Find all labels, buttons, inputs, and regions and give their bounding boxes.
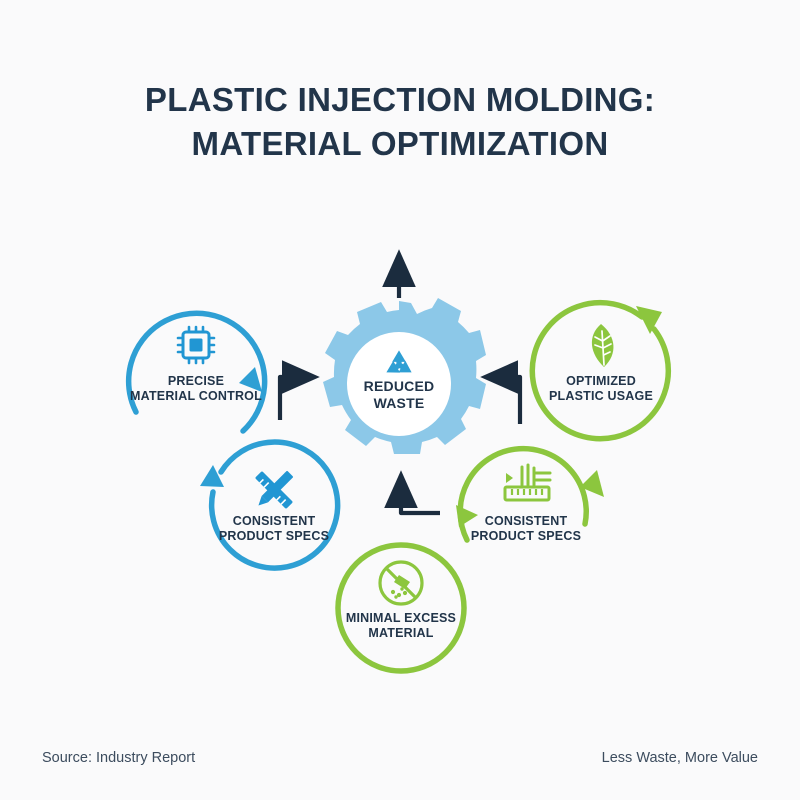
circular-arrow-arc [457,445,589,543]
circular-arrow-head-start [456,505,478,527]
circular-arrow-arc [335,542,467,674]
node-optimized-plastic-usage[interactable] [529,300,671,442]
ruler-pencil-icon [255,470,294,509]
footer-source: Source: Industry Report [42,750,196,766]
circular-arrow-head [200,465,224,487]
recycle-icon [386,350,412,373]
footer: Source: Industry Report Less Waste, More… [0,730,800,800]
gear-center-disc [347,332,451,436]
circular-arrow-head-end [580,470,604,497]
node-consistent-product-specs-right[interactable] [456,445,604,543]
node-minimal-excess-material[interactable] [335,542,467,674]
circular-arrow-arc [125,310,268,434]
arrow-left-to-center [277,360,320,420]
leaf-icon [591,324,614,367]
arrow-bottom-to-center [384,470,440,516]
label-line-1: REDUCED [363,378,435,394]
reduced-waste-gear[interactable] [323,298,486,454]
title-line-1: PLASTIC INJECTION MOLDING: [144,81,656,118]
circular-arrow-head [636,306,662,334]
circular-arrow-head [239,367,262,392]
footer-tagline: Less Waste, More Value [601,750,758,766]
measuring-tool-icon [503,463,552,502]
label-reduced-waste: REDUCED WASTE [334,378,464,412]
arrow-right-to-center [480,360,523,424]
microchip-icon [176,325,216,365]
label-line-2: WASTE [373,395,425,411]
title-line-2: MATERIAL OPTIMIZATION [191,125,609,162]
circular-arrow-arc [529,300,671,442]
node-precise-material-control[interactable] [125,310,268,434]
circular-arrow-arc [208,439,341,571]
page-title: PLASTIC INJECTION MOLDING: MATERIAL OPTI… [0,78,800,166]
no-waste-icon [378,560,424,606]
node-consistent-product-specs-left[interactable] [200,439,341,571]
